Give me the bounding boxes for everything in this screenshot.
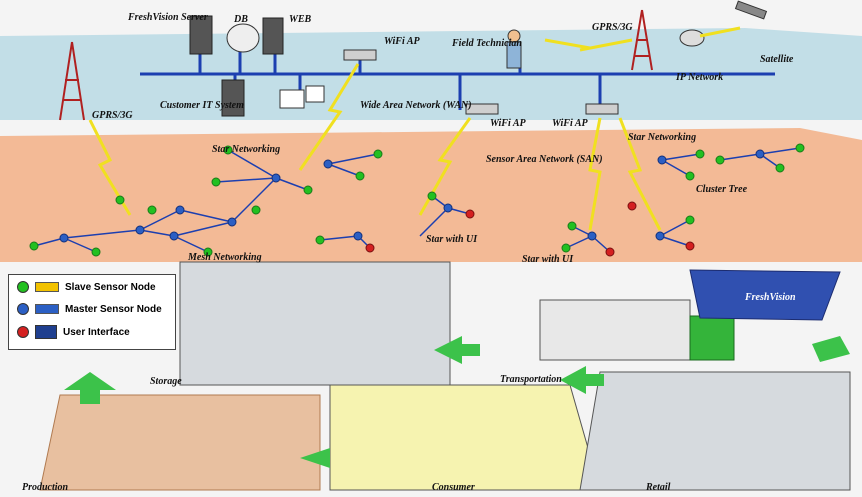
truck-cab <box>689 315 735 361</box>
label-field-technician: Field Technician <box>451 38 522 49</box>
label-star-with-ui-mid: Star with UI <box>426 234 478 245</box>
label-san: Sensor Area Network (SAN) <box>486 154 603 165</box>
label-mesh-networking: Mesh Networking <box>187 252 262 263</box>
consumer-box <box>329 384 601 491</box>
slave-sensor-icon <box>35 282 59 292</box>
label-wifi-ap-mid: WiFi AP <box>490 118 527 129</box>
label-satellite: Satellite <box>760 54 794 65</box>
label-db: DB <box>233 14 248 25</box>
label-cluster-tree: Cluster Tree <box>696 184 748 195</box>
satellite-icon <box>679 0 768 47</box>
label-star-with-ui-right: Star with UI <box>522 254 574 265</box>
label-wan: Wide Area Network (WAN) <box>360 100 472 111</box>
label-ip-network: IP Network <box>675 72 723 83</box>
master-nodes <box>59 149 765 243</box>
legend-slave-label: Slave Sensor Node <box>65 281 156 293</box>
mesh-network <box>33 149 379 253</box>
retail-box <box>579 371 851 491</box>
label-consumer: Consumer <box>432 482 475 493</box>
label-star-networking-left: Star Networking <box>212 144 280 155</box>
slave-node-icon <box>17 281 29 293</box>
legend-master-label: Master Sensor Node <box>65 303 162 315</box>
ui-node-icon <box>17 326 29 338</box>
wifi-ap-icon <box>343 49 619 115</box>
cell-tower-right-icon <box>631 9 653 71</box>
label-wifi-ap-top: WiFi AP <box>384 36 421 47</box>
label-freshvision-server: FreshVision Server <box>127 12 208 23</box>
label-gprs-top: GPRS/3G <box>592 22 633 33</box>
cell-tower-left-icon <box>59 41 85 121</box>
label-ship-name: FreshVision <box>744 292 796 303</box>
production-field <box>39 394 321 491</box>
wireless-links <box>88 26 741 231</box>
legend-row-master: Master Sensor Node <box>17 303 162 315</box>
label-gprs-left: GPRS/3G <box>92 110 133 121</box>
ui-nodes <box>365 201 695 257</box>
server-icon <box>189 15 325 117</box>
user-interface-icon <box>35 325 57 339</box>
ship-icon <box>689 269 841 321</box>
label-customer-it: Customer IT System <box>160 100 244 111</box>
master-node-icon <box>17 303 29 315</box>
label-storage: Storage <box>150 376 182 387</box>
label-star-networking-right: Star Networking <box>628 132 696 143</box>
label-wifi-ap-right: WiFi AP <box>552 118 589 129</box>
legend-row-ui: User Interface <box>17 325 130 339</box>
flow-arrows <box>64 336 850 468</box>
label-retail: Retail <box>645 482 671 493</box>
label-web: WEB <box>289 14 312 25</box>
legend: Slave Sensor Node Master Sensor Node Use… <box>8 274 176 350</box>
truck-icon <box>539 299 691 361</box>
legend-ui-label: User Interface <box>63 326 130 338</box>
master-sensor-icon <box>35 304 59 314</box>
storage-box <box>179 261 451 386</box>
technician-body <box>506 41 522 69</box>
legend-row-slave: Slave Sensor Node <box>17 281 156 293</box>
label-production: Production <box>22 482 69 493</box>
slave-nodes <box>29 143 805 257</box>
label-transportation: Transportation <box>500 374 562 385</box>
